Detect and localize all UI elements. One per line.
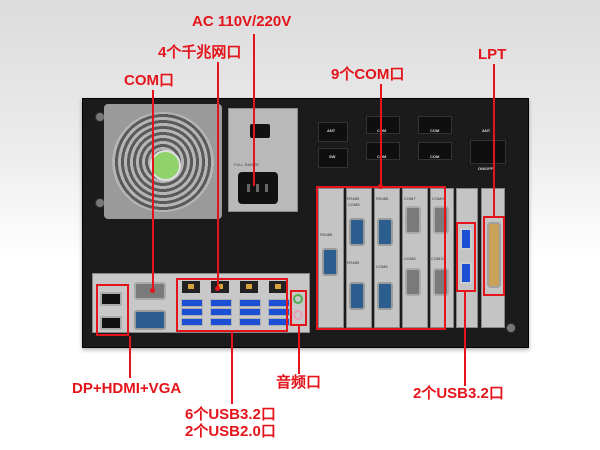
usb-port[interactable] [181,318,203,326]
ac-label: AC 110V/220V [192,13,292,30]
audio-leader-line [298,326,300,374]
slot-label: RS485 [320,232,333,237]
screw [506,323,516,333]
antenna-cover [318,122,348,142]
usb-front-label-line1: 6个USB3.2口 [185,406,276,423]
lan-port[interactable] [267,279,289,295]
usb-port[interactable] [239,299,261,307]
com-port[interactable] [322,248,338,276]
lan-leader-dot [215,286,220,291]
com-port[interactable] [377,282,393,310]
lpt-highlight [483,216,505,296]
com-leader-dot [150,288,155,293]
slot-label: COM5 [348,202,360,207]
fan-hub [150,150,181,181]
com9-label: 9个COM口 [331,66,405,83]
ac-power-socket [238,172,278,204]
usb-rear-highlight [456,222,476,292]
usb-port[interactable] [239,308,261,316]
slot-label: COM10 [431,256,445,261]
display-label: DP+HDMI+VGA [72,380,182,397]
ac-leader-line [253,34,255,186]
usb-port[interactable] [239,318,261,326]
com-cover [366,116,400,134]
com9-leader-dot [378,184,383,189]
usb-front-label-line2: 2个USB2.0口 [185,423,276,440]
com-cover [366,142,400,160]
lpt-label: LPT [478,46,507,63]
slot-label: COM9 [432,196,444,201]
usb-port[interactable] [181,308,203,316]
slot-label: COM8 [404,256,416,261]
lan-port[interactable] [209,279,231,295]
com-port[interactable] [349,218,365,246]
audio-jack-mic[interactable] [293,310,303,320]
slot-label: RS485 [347,260,360,265]
com-leader-line [152,90,154,292]
lan-port[interactable] [180,279,202,295]
com-ports-highlight [316,186,446,330]
ant-label: ANT [482,128,491,133]
audio-jack-line-out[interactable] [293,294,303,304]
hdmi-port[interactable] [100,316,122,330]
lpt-leader-line [493,64,495,216]
com-cover-label: COM [430,154,440,159]
on-off-label: ON/OFF [478,166,494,171]
full-range-label: FULL RANGE [234,162,259,167]
com-port[interactable] [377,218,393,246]
com-port[interactable] [405,268,421,296]
lan-leader-line [217,62,219,290]
usb-port[interactable] [268,308,290,316]
slot-label: COM7 [404,196,416,201]
usb-port[interactable] [181,299,203,307]
ant-label: ANT [327,128,336,133]
lan-usb-highlight [176,278,288,332]
com-port[interactable] [349,282,365,310]
audio-label: 音频口 [276,374,322,391]
com-cover [418,116,452,134]
slot-label: RS485 [347,196,360,201]
com-port[interactable] [405,206,421,234]
usb-port[interactable] [268,299,290,307]
usb-port[interactable] [268,318,290,326]
display-ports-highlight [96,284,129,336]
com-label: COM口 [124,72,174,89]
display-leader-line [129,336,131,378]
usb-rear-label: 2个USB3.2口 [413,385,504,402]
usb-front-leader-line [231,332,233,404]
slot-label: RS485 [376,196,389,201]
audio-highlight [290,290,307,326]
com-cover [418,142,452,160]
usb3-port-rear[interactable] [460,228,472,250]
sw-label: SW [329,154,336,159]
slot-label: COM6 [376,264,388,269]
usb-port[interactable] [210,299,232,307]
power-switch[interactable] [250,124,270,138]
com-cover-label: COM [430,128,440,133]
antenna-cover [470,140,506,164]
usb3-port-rear[interactable] [460,262,472,284]
usb-port[interactable] [210,318,232,326]
vga-port[interactable] [134,310,166,330]
usb-rear-leader-line [464,292,466,386]
lpt-port[interactable] [487,222,501,288]
lan-label: 4个千兆网口 [158,44,242,61]
usb-port[interactable] [210,308,232,316]
com9-leader-line [380,84,382,188]
switch-cover [318,148,348,168]
lan-port[interactable] [238,279,260,295]
dp-port[interactable] [100,292,122,306]
